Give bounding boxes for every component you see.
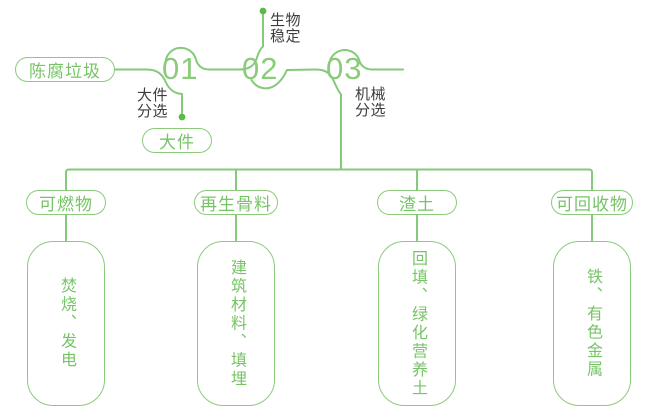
flow-path-root-to-01 <box>114 68 183 114</box>
node-category-recyclable: 可回收物 <box>551 190 633 215</box>
node-root-label: 陈腐垃圾 <box>29 62 101 81</box>
bio-branch-dot <box>259 7 267 15</box>
pill-box-connectors <box>65 213 593 242</box>
node-category-combustible: 可燃物 <box>26 190 106 215</box>
category-label: 渣土 <box>399 195 435 214</box>
distribution-rail <box>65 168 593 191</box>
result-text: 焚烧、发电 <box>58 277 75 370</box>
category-label: 可回收物 <box>556 195 628 214</box>
result-text: 建筑材料、填埋 <box>228 258 245 389</box>
category-label: 可燃物 <box>39 195 93 214</box>
node-category-slag-soil: 渣土 <box>377 190 457 215</box>
category-label: 再生骨料 <box>200 195 272 214</box>
flow-path-02-to-03 <box>250 68 342 171</box>
node-bulky-item-label: 大件 <box>159 133 195 152</box>
bulky-branch-dot <box>178 113 186 121</box>
step-number-03: 03 <box>326 51 363 86</box>
node-root: 陈腐垃圾 <box>15 57 115 82</box>
result-text: 铁、有色金属 <box>584 268 601 379</box>
step-number-01: 01 <box>162 51 199 86</box>
flow-path-02-up <box>238 13 264 71</box>
label-bio-stabilization: 生物稳定 <box>270 12 302 45</box>
node-bulky-item: 大件 <box>142 128 212 153</box>
step-number-02: 02 <box>242 51 279 86</box>
node-result-backfill: 回填、绿化营养土 <box>378 241 456 406</box>
node-category-recycled-aggregate: 再生骨料 <box>194 190 278 215</box>
flow-arc-03 <box>328 49 404 71</box>
node-result-incineration: 焚烧、发电 <box>27 241 105 406</box>
node-result-metals: 铁、有色金属 <box>553 241 631 406</box>
label-mechanical-sorting: 机械分选 <box>355 86 387 119</box>
node-result-building-material: 建筑材料、填埋 <box>197 241 275 406</box>
result-text: 回填、绿化营养土 <box>409 249 426 398</box>
flow-arc-01 <box>164 46 240 71</box>
label-bulky-sorting: 大件分选 <box>137 87 169 120</box>
